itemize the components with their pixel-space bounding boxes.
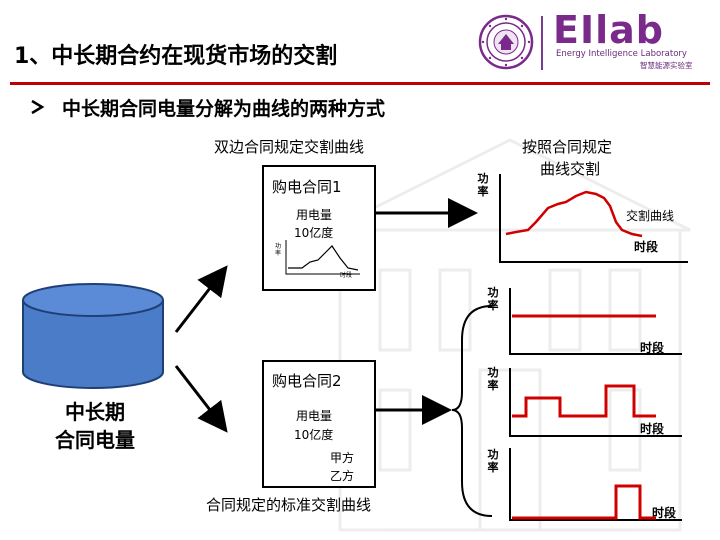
contract2-usage-value: 10亿度: [294, 428, 334, 442]
top-chart-axes: [499, 174, 688, 263]
database-label-line1: 中长期: [65, 400, 125, 424]
std-chart2: [509, 368, 682, 437]
contract2-box: [262, 360, 376, 488]
left-heading: 双边合同规定交割曲线: [214, 138, 365, 156]
contract1-mini-chart: [285, 240, 360, 275]
top-chart-x-label: 时段: [634, 240, 659, 254]
bottom-caption: 合同规定的标准交割曲线: [206, 496, 372, 514]
top-chart-y-label: 功率: [477, 172, 489, 198]
logo-subtitle-cn: 智慧能源实验室: [640, 61, 693, 70]
contract1-mini-x-label: 时段: [340, 272, 353, 279]
contract2-title: 购电合同2: [272, 372, 342, 390]
eilab-logo: EIlab: [553, 8, 664, 52]
logo-divider: [541, 16, 543, 70]
std-chart1-y-label: 功率: [487, 286, 499, 312]
logo-subtitle: Energy Intelligence Laboratory: [556, 49, 687, 59]
title-rule: [10, 82, 710, 85]
delivery-curve: [505, 190, 643, 238]
contract1-usage-value: 10亿度: [294, 226, 334, 240]
curly-brace: [451, 305, 493, 517]
std-chart2-y-label: 功率: [487, 366, 499, 392]
database-cylinder-icon: [22, 283, 164, 389]
contract2-usage-label: 用电量: [296, 409, 333, 423]
std-chart2-x-label: 时段: [640, 422, 665, 436]
std-chart3-curve: [512, 484, 656, 520]
contract1-title: 购电合同1: [272, 178, 342, 196]
top-delivery-chart: [499, 174, 688, 263]
contract2-party-b: 乙方: [330, 469, 355, 483]
std-chart2-curve: [512, 384, 656, 418]
arrow-to-contract2: [174, 365, 228, 433]
std-chart1-x-label: 时段: [640, 341, 665, 355]
right-heading-line1: 按照合同规定: [522, 138, 613, 156]
std-chart3: [509, 448, 682, 521]
top-chart-curve-label: 交割曲线: [626, 209, 675, 223]
database-label-line2: 合同电量: [55, 428, 135, 452]
std-chart3-y-label: 功率: [487, 448, 499, 474]
std-chart1: [509, 288, 682, 355]
contract1-usage-label: 用电量: [296, 208, 333, 222]
university-seal-icon: [478, 14, 534, 70]
right-heading-line2: 曲线交割: [540, 160, 601, 178]
page-title: 1、中长期合约在现货市场的交割: [14, 44, 338, 69]
arrow-bullet-icon: [31, 99, 45, 115]
std-chart3-x-label: 时段: [652, 506, 677, 520]
database-label: 中长期 合同电量: [30, 398, 160, 454]
arrow-to-contract1: [174, 265, 228, 333]
section-bullet: 中长期合同电量分解为曲线的两种方式: [62, 98, 386, 120]
contract1-mini-y-label: 功率: [275, 243, 282, 257]
contract2-party-a: 甲方: [330, 451, 355, 465]
